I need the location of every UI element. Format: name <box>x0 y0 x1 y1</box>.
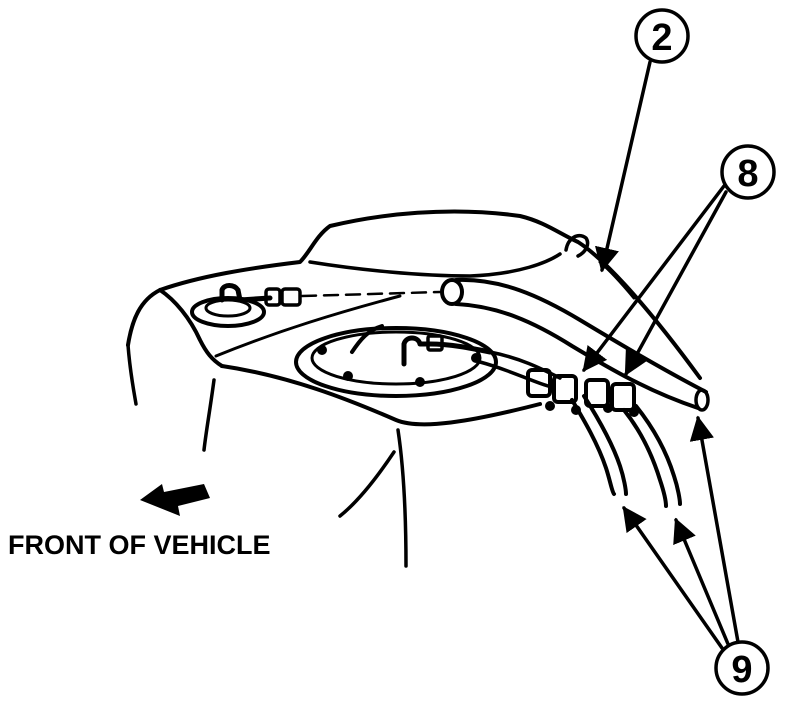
connector-retainer <box>603 403 613 413</box>
filler-cap-ring <box>190 296 266 328</box>
quick-connector <box>584 378 610 408</box>
vent-hose-end <box>440 278 464 306</box>
vent-line-dashed <box>300 290 442 298</box>
pump-flange-inner <box>310 330 482 386</box>
fuel-tank <box>126 209 702 568</box>
pipe-stub-left-a <box>570 398 616 496</box>
callout-8: 8 <box>582 144 776 377</box>
tank-front-corner <box>158 288 224 368</box>
leader-line <box>689 415 740 644</box>
front-of-vehicle-label: FRONT OF VEHICLE <box>8 530 271 560</box>
pump-bolt <box>343 371 353 381</box>
leader-line <box>673 517 730 646</box>
callout-number: 8 <box>737 153 758 195</box>
tank-bracket <box>564 233 590 258</box>
filler-elbow <box>219 283 273 303</box>
pump-bolt <box>317 345 327 355</box>
pump-bolt <box>471 353 481 363</box>
tank-shelf-line <box>214 294 402 358</box>
leader-line <box>622 505 724 650</box>
vent-hose-upper <box>454 277 708 394</box>
tank-hump-edge <box>308 252 562 278</box>
callout-circle <box>634 8 690 64</box>
fuel-pump-module <box>294 324 498 398</box>
leader-line <box>595 60 652 273</box>
pump-flange-outer <box>294 326 498 398</box>
pump-wire-harness <box>350 324 384 354</box>
tank-bottom-curve <box>338 450 396 518</box>
quick-connector <box>552 374 578 404</box>
pump-outlet-tube <box>401 335 493 367</box>
tank-front-edge <box>220 364 542 427</box>
pump-clip <box>426 334 444 352</box>
filler-clamp <box>264 287 282 307</box>
filler-connector <box>280 287 302 307</box>
pipe-stub-right-b <box>634 404 682 506</box>
vent-hose-tip <box>694 388 710 412</box>
connector-retainer <box>545 401 555 411</box>
callout-2: 2 <box>595 8 690 273</box>
callout-circle <box>714 640 770 696</box>
callout-9: 9 <box>622 415 770 696</box>
front-direction-arrow-icon <box>140 484 210 516</box>
tank-right-vertical <box>396 428 408 568</box>
callout-number: 2 <box>651 17 672 59</box>
filler-cap <box>190 283 442 328</box>
pipe-stub-left-b <box>582 394 628 496</box>
quick-connector <box>610 382 636 412</box>
pump-bolt <box>415 377 425 387</box>
tank-mid-vertical <box>202 378 216 452</box>
fuel-lines <box>478 350 682 508</box>
tank-left-vertical <box>126 343 138 406</box>
fuel-line-return <box>478 360 550 388</box>
vent-hose-lower <box>454 302 700 410</box>
filler-cap-inner <box>204 298 252 318</box>
leader-line <box>624 190 728 377</box>
vent-hose <box>440 277 710 412</box>
callout-circle <box>720 144 776 200</box>
callout-number: 9 <box>731 649 752 691</box>
quick-connector <box>526 368 552 398</box>
tank-top-outline <box>126 209 702 380</box>
tank-rear-ridge <box>598 260 636 300</box>
leader-line <box>582 184 726 372</box>
pipe-stub-right-a <box>622 408 668 508</box>
